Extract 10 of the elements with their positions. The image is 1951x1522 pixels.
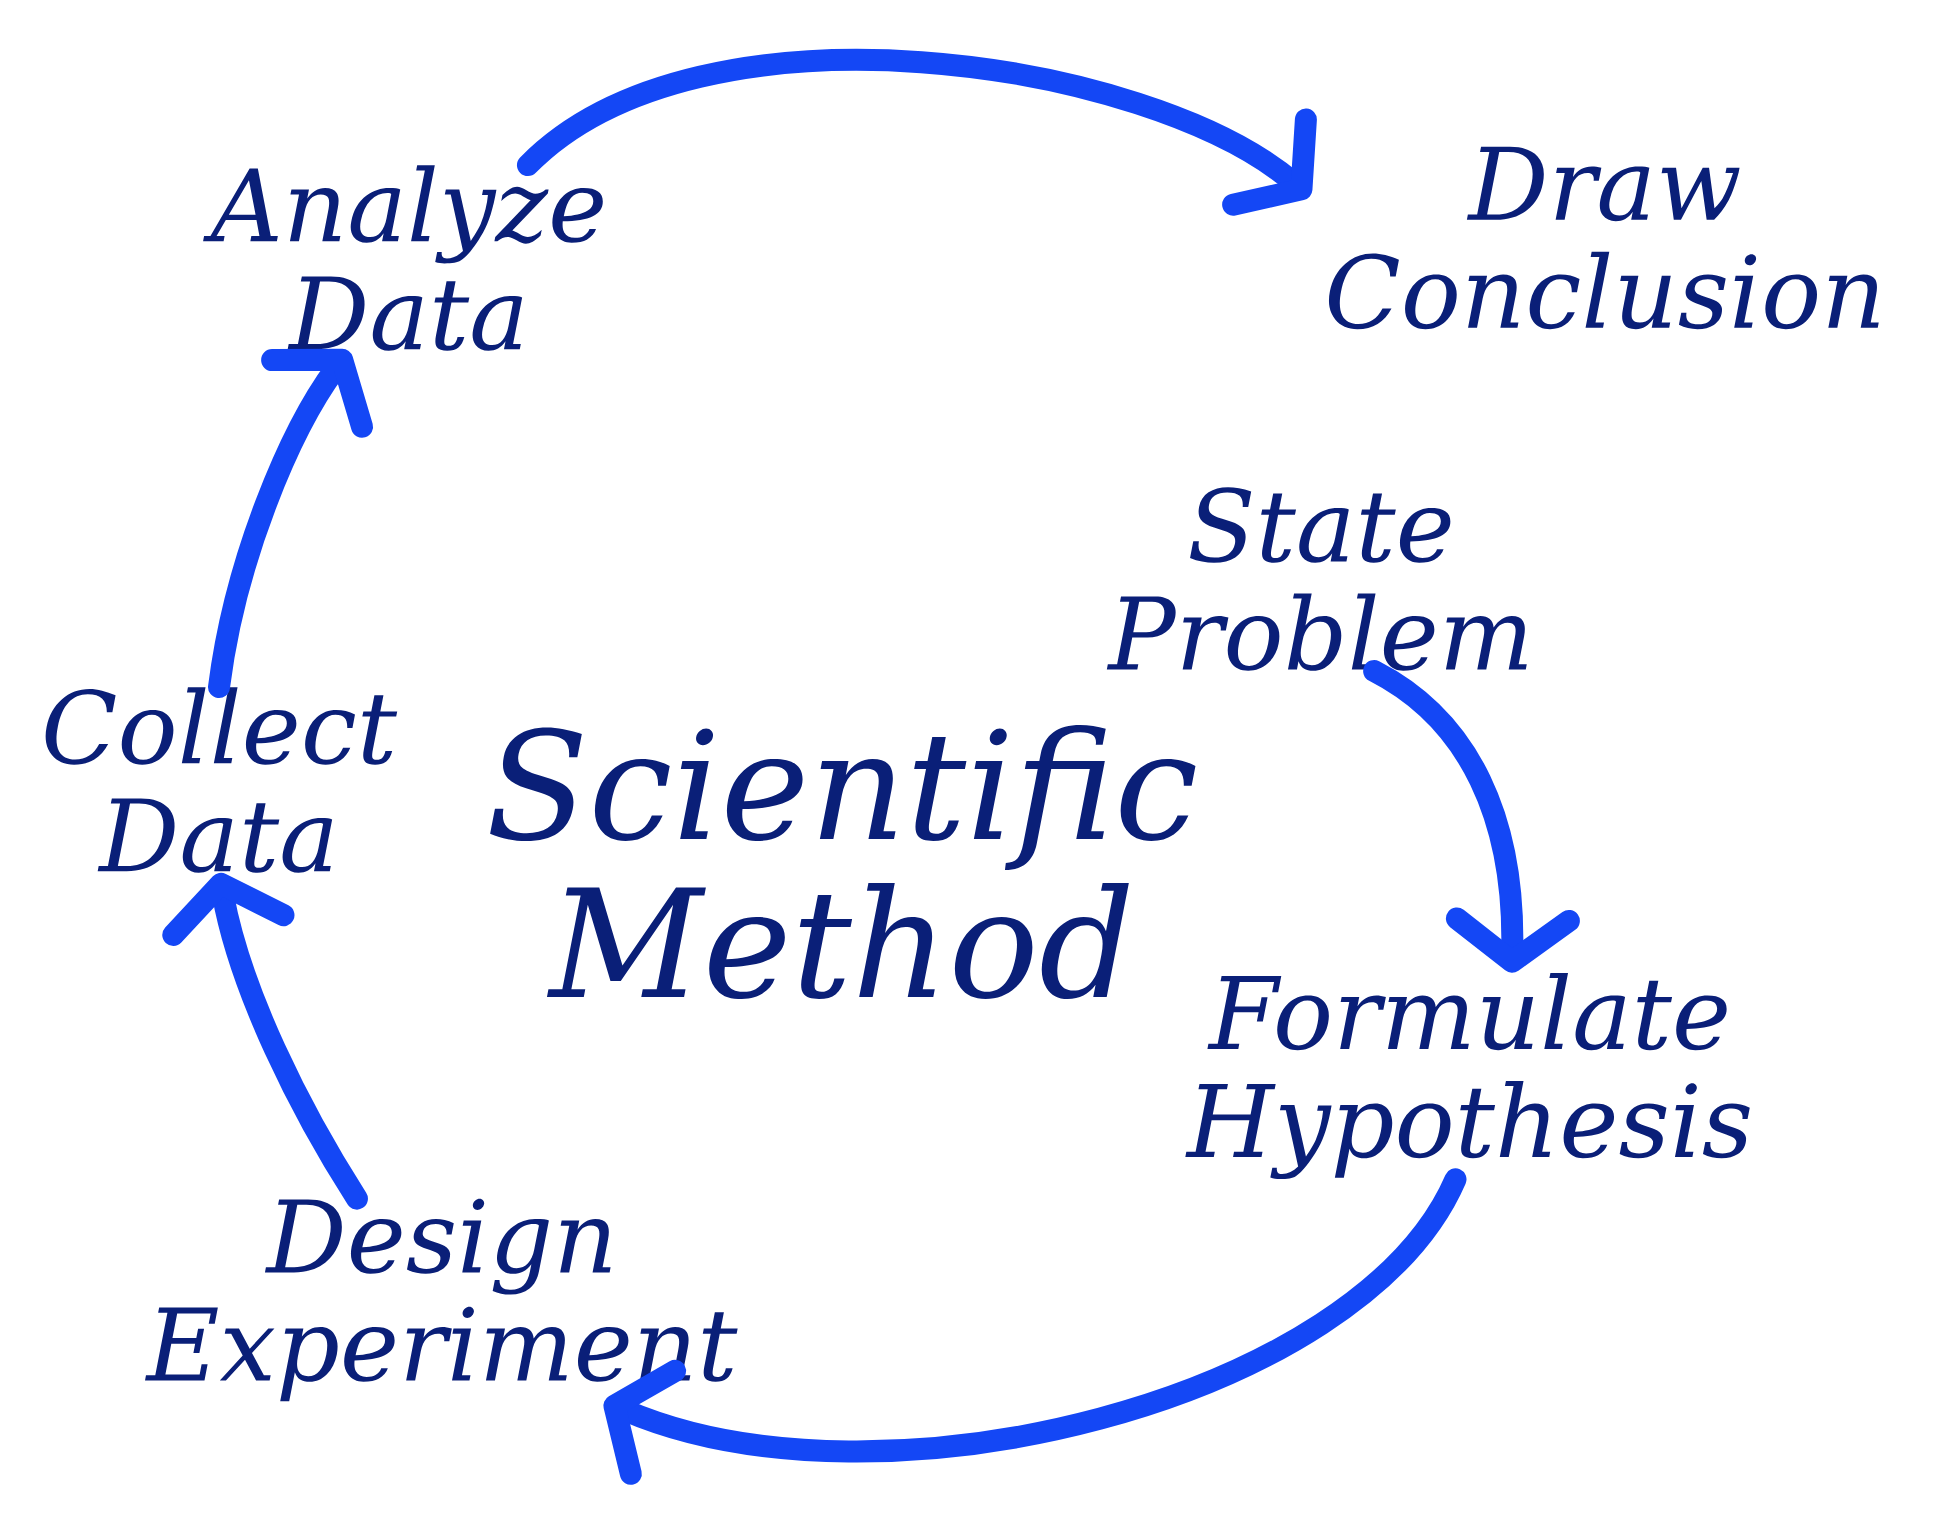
step-label: State Problem <box>1106 487 1527 671</box>
step-label: Draw Conclusion <box>1328 146 1879 330</box>
curved-arrow <box>603 1168 1467 1485</box>
curved-arrow <box>162 872 368 1210</box>
step-label: Analyze Data <box>203 165 603 351</box>
curved-arrow <box>516 48 1317 216</box>
step-label: Design Experiment <box>145 1198 738 1402</box>
curved-arrow <box>208 348 374 699</box>
step-label: Collect Data <box>45 687 398 873</box>
curved-arrow <box>1363 660 1580 973</box>
